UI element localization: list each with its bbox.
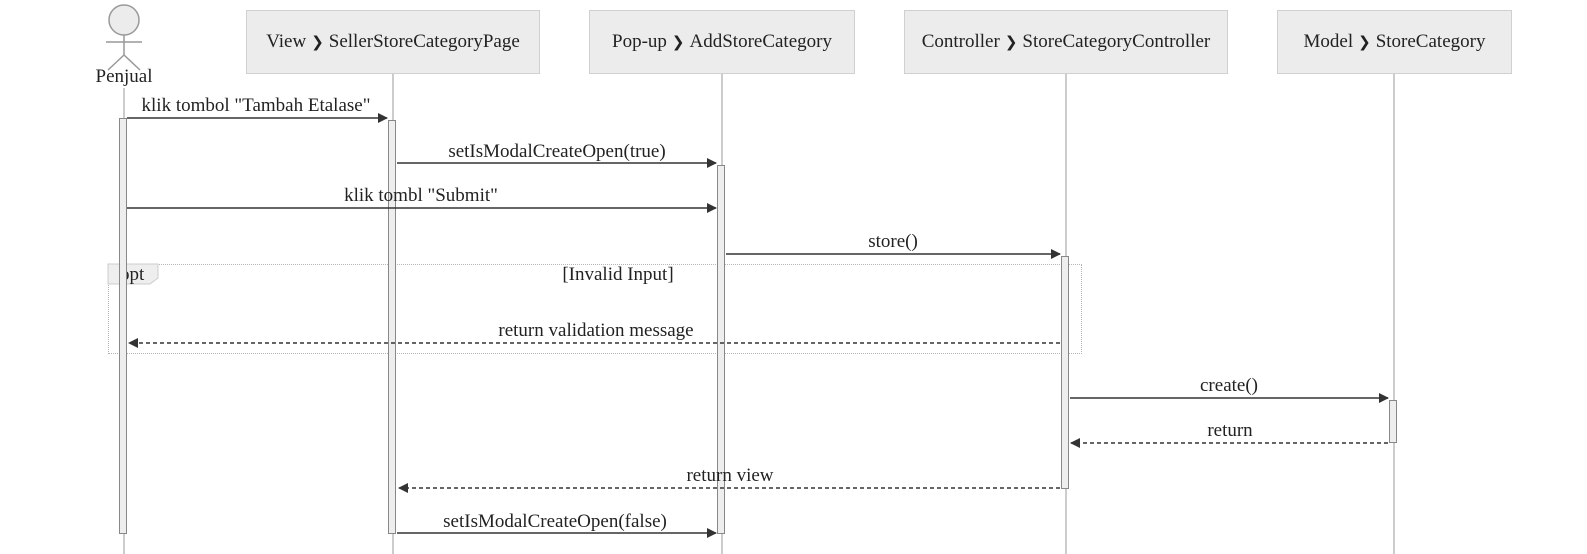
participant-popup: Pop-up ❯ AddStoreCategory (589, 10, 855, 74)
msg-label-4: store() (868, 231, 918, 252)
chevron-right-icon: ❯ (1004, 33, 1018, 51)
participant-type: Pop-up (612, 31, 667, 52)
msg-label-8: return view (686, 465, 774, 486)
activation-actor (119, 118, 127, 534)
chevron-right-icon: ❯ (1358, 33, 1371, 51)
participant-controller: Controller ❯ StoreCategoryController (904, 10, 1228, 74)
participant-name: StoreCategoryController (1022, 31, 1211, 52)
msg-label-2: setIsModalCreateOpen(true) (448, 141, 666, 162)
msg-label-9: setIsModalCreateOpen(false) (443, 511, 667, 532)
participant-model: Model ❯ StoreCategory (1277, 10, 1512, 74)
activation-popup (717, 165, 725, 534)
opt-guard: [Invalid Input] (562, 264, 674, 285)
chevron-right-icon: ❯ (671, 33, 685, 51)
participant-type: Model (1303, 31, 1354, 52)
opt-fragment (108, 264, 1082, 354)
activation-view (388, 120, 396, 534)
participant-name: StoreCategory (1375, 31, 1486, 52)
lifeline-model (1393, 74, 1395, 554)
participant-type: View (266, 31, 307, 52)
msg-label-6: create() (1200, 375, 1258, 396)
activation-controller (1061, 256, 1069, 489)
chevron-right-icon: ❯ (311, 33, 324, 51)
participant-view: View ❯ SellerStoreCategoryPage (246, 10, 540, 74)
participant-name: AddStoreCategory (689, 31, 832, 52)
msg-label-3: klik tombl "Submit" (344, 185, 498, 206)
participant-name: SellerStoreCategoryPage (328, 31, 520, 52)
msg-label-1: klik tombol "Tambah Etalase" (141, 95, 371, 116)
actor-label: Penjual (95, 66, 153, 87)
msg-label-5: return validation message (498, 320, 694, 341)
activation-model (1389, 400, 1397, 443)
participant-type: Controller (921, 31, 1000, 52)
msg-label-7: return (1207, 420, 1253, 441)
